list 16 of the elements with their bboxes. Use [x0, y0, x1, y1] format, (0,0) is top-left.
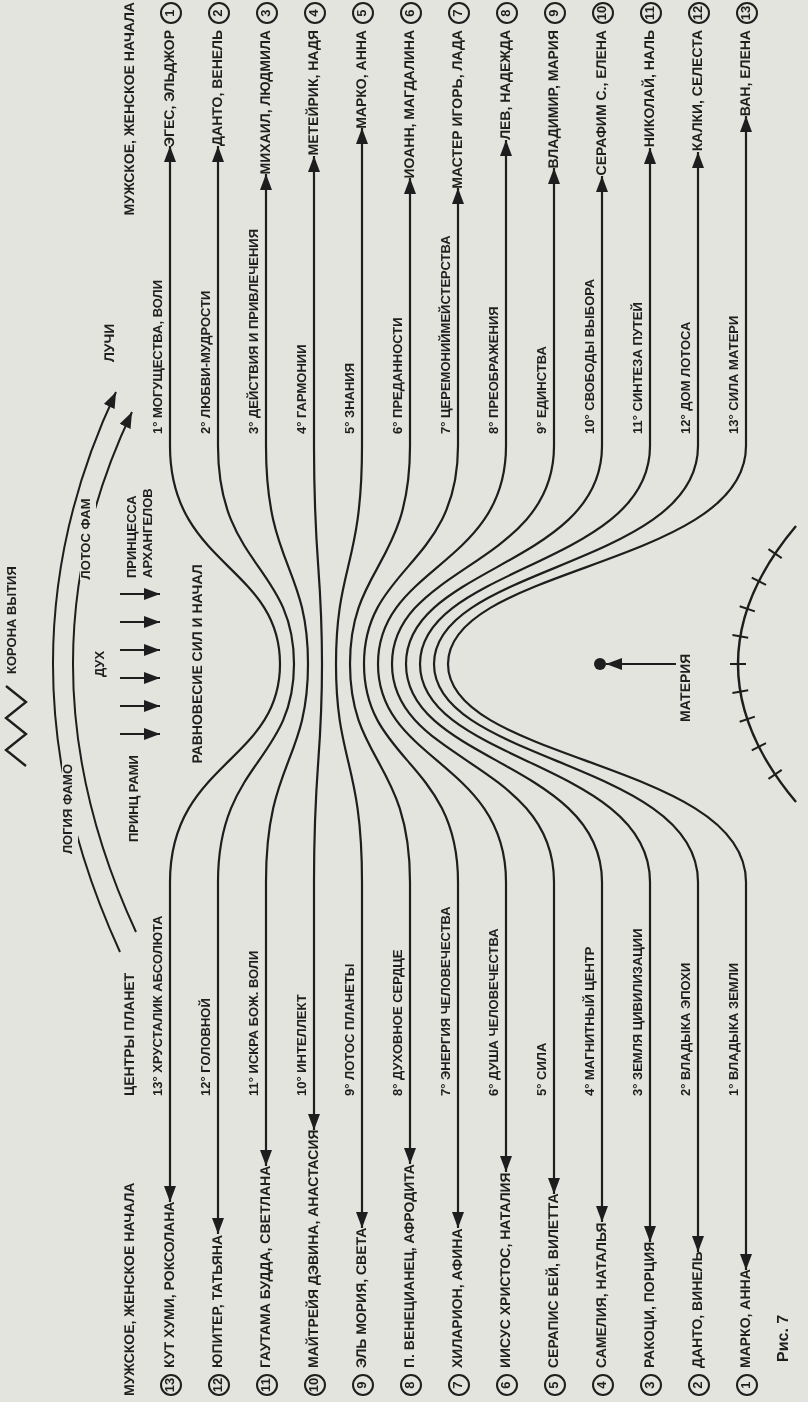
- ray-line: [260, 174, 310, 1166]
- ray-line: [446, 116, 752, 1270]
- ray-line: [390, 168, 560, 1194]
- ray-line: [334, 128, 368, 1228]
- arrow: [606, 658, 676, 670]
- ray-line: [164, 146, 282, 1202]
- ray-line: [404, 176, 608, 1222]
- dot: [594, 658, 606, 670]
- ray-line: [348, 178, 416, 1164]
- ray-line: [418, 148, 656, 1242]
- ray-line: [308, 156, 324, 1130]
- ray-line: [362, 188, 464, 1228]
- ray-line: [432, 152, 704, 1252]
- caption: Рис. 7: [776, 1314, 792, 1362]
- ray-line: [376, 140, 512, 1172]
- ray-line: [212, 146, 296, 1234]
